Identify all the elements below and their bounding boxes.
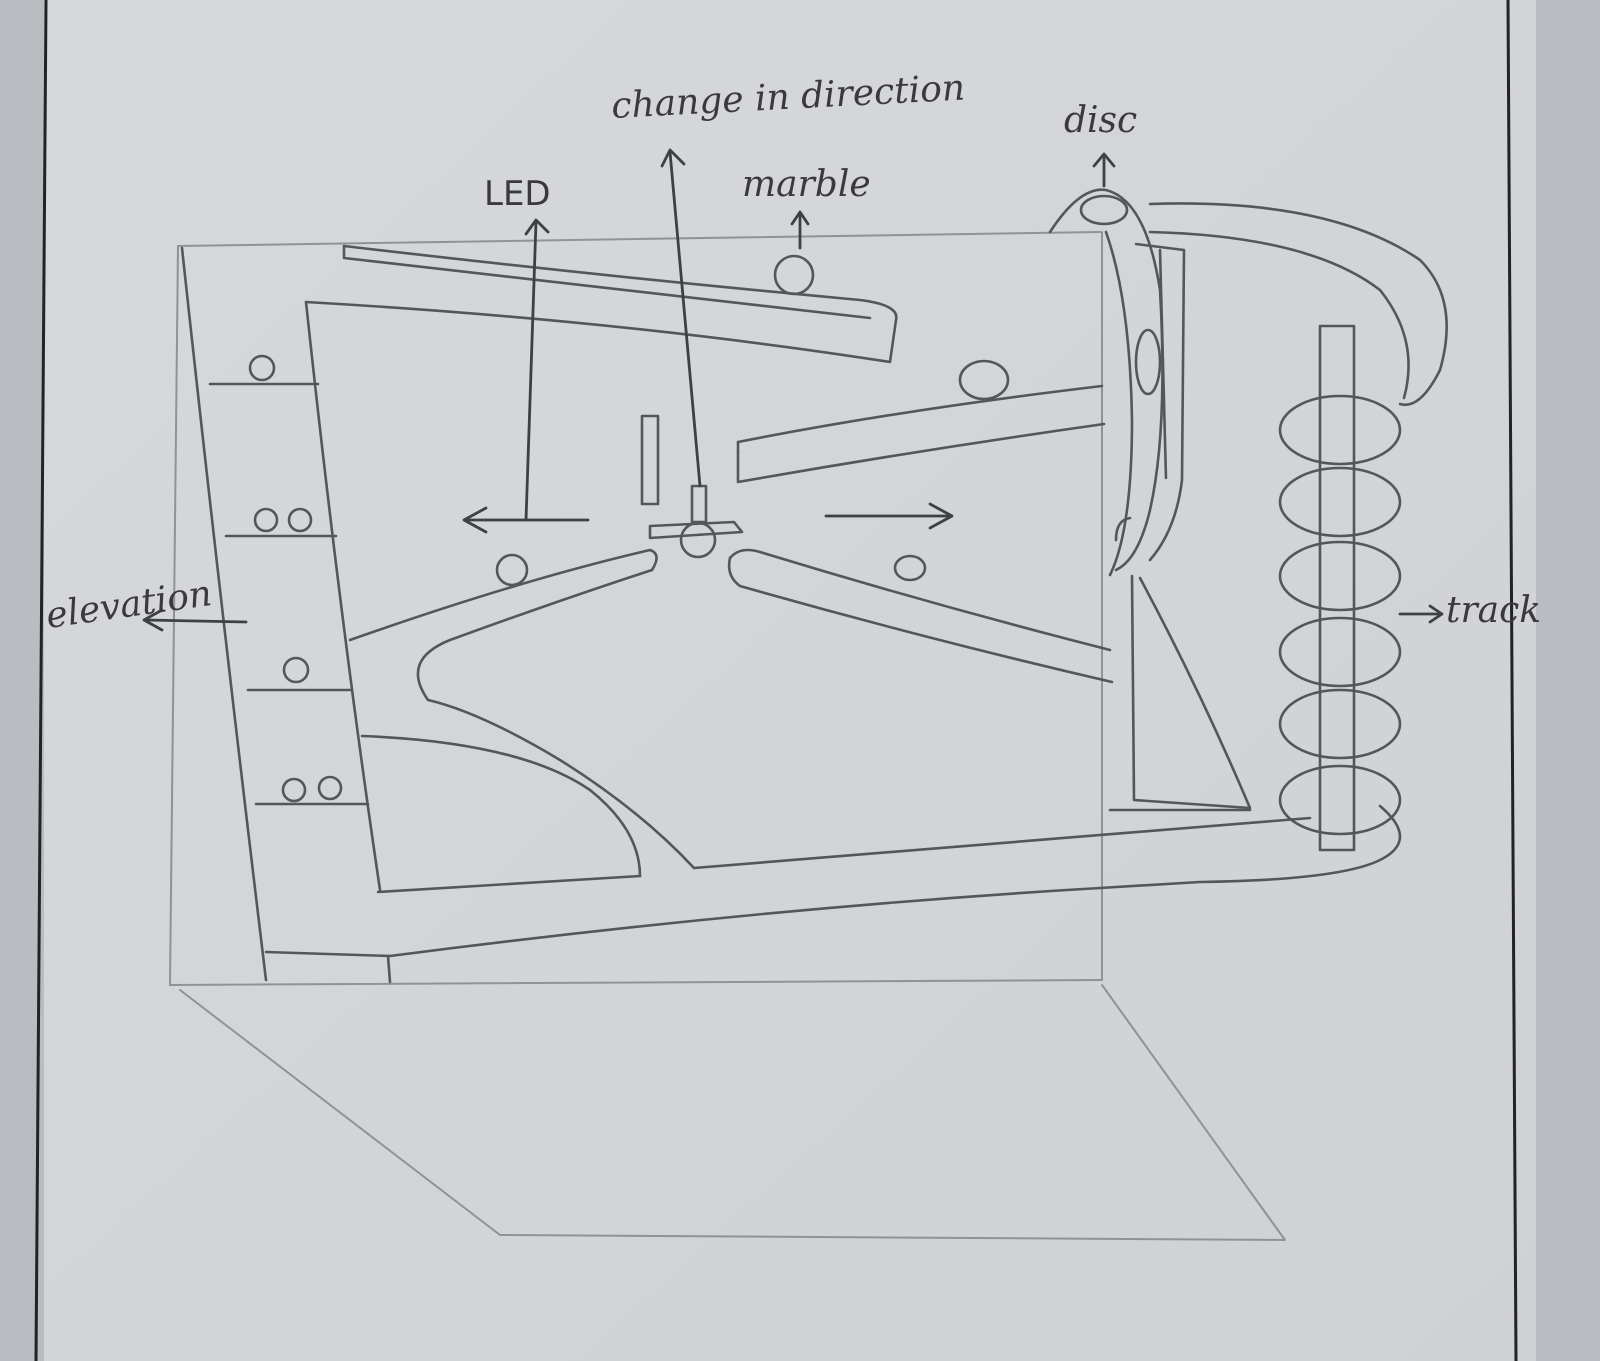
label-disc: disc xyxy=(1064,100,1137,141)
marbles xyxy=(495,254,1010,587)
label-led: LED xyxy=(484,174,551,214)
paper-right-edge xyxy=(1506,0,1518,1361)
disc-marble-top xyxy=(1079,194,1129,226)
direction-changer xyxy=(462,414,954,559)
label-track: track xyxy=(1446,590,1541,631)
label-marble: marble xyxy=(742,164,871,205)
label-arrows xyxy=(142,148,1116,632)
elevation-column xyxy=(180,246,392,984)
top-ramps xyxy=(304,244,1106,484)
funnel-paths xyxy=(348,548,1312,894)
marble-top xyxy=(773,254,815,296)
disc-assembly xyxy=(1048,188,1252,812)
paper-left-edge xyxy=(34,0,48,1361)
box-outline xyxy=(169,231,1286,1241)
spiral-track xyxy=(388,202,1448,958)
